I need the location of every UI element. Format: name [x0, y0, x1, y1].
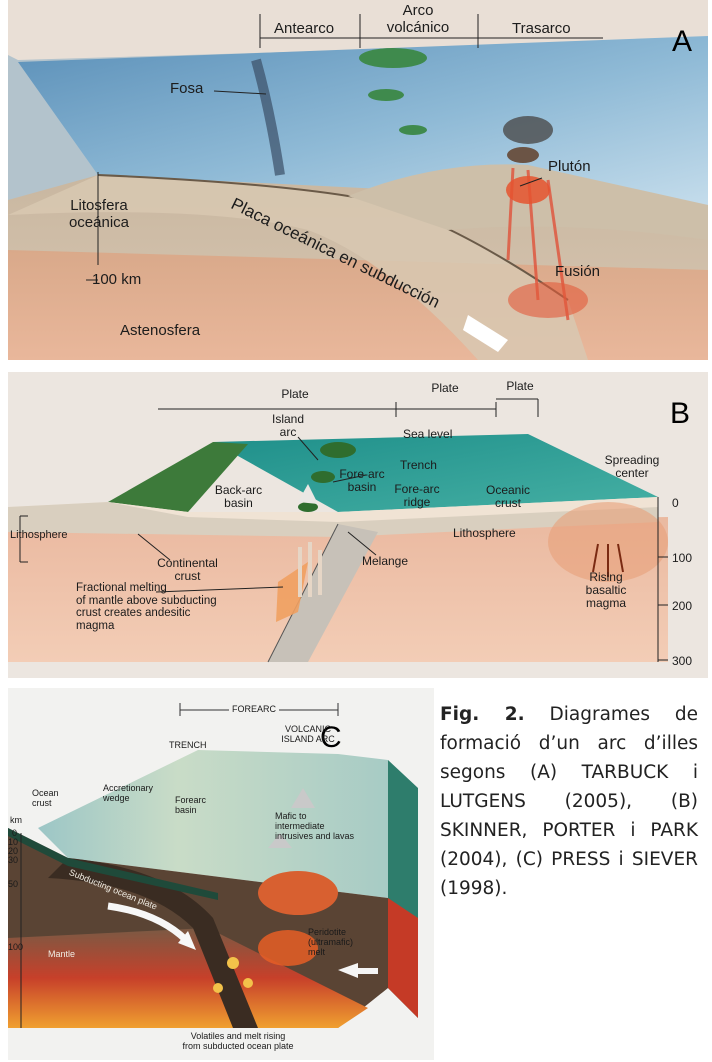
- label-rising-basaltic-magma: Rising basaltic magma: [571, 571, 641, 611]
- label-sea-level: Sea level: [403, 428, 452, 441]
- label-fractional-line2: of mantle above subducting: [76, 595, 217, 608]
- label-continental-crust: Continental crust: [150, 557, 225, 583]
- label-mafic-line3: intrusives and lavas: [275, 832, 354, 842]
- label-rising-line3: magma: [571, 597, 641, 610]
- label-fore-arc-ridge: Fore-arc ridge: [386, 483, 448, 509]
- label-forearc-ridge-line2: ridge: [386, 496, 448, 509]
- figure-caption: Fig. 2. Diagrames de formació d’un arc d…: [440, 700, 698, 903]
- label-melange: Melange: [362, 555, 408, 568]
- label-astenosfera: Astenosfera: [120, 323, 200, 340]
- scale-b-0: 0: [672, 497, 679, 510]
- label-spreading-line2: center: [596, 467, 668, 480]
- label-litosfera-line1: Litosfera: [44, 198, 154, 215]
- label-peridotite-line3: melt: [308, 948, 353, 958]
- label-island-arc-line2: arc: [263, 426, 313, 439]
- label-arco-line2: volcánico: [368, 20, 468, 37]
- label-antearco: Antearco: [274, 21, 334, 38]
- scale-c-50: 50: [8, 880, 18, 890]
- label-volatiles-melt: Volatiles and melt rising from subducted…: [168, 1032, 308, 1052]
- panel-a-letter: A: [672, 25, 692, 59]
- label-back-arc-basin: Back-arc basin: [206, 484, 271, 510]
- label-litosfera-line2: oceánica: [44, 215, 154, 232]
- scale-b-200: 200: [672, 600, 692, 613]
- label-fractional-line1: Fractional melting: [76, 582, 217, 595]
- label-trench: TRENCH: [169, 741, 207, 751]
- panel-a-illustration: [8, 0, 708, 360]
- label-lithosphere-mid: Lithosphere: [453, 527, 516, 540]
- label-ocean-crust-line2: crust: [32, 799, 59, 809]
- label-fore-arc-basin: Fore-arc basin: [332, 468, 392, 494]
- label-litosfera-oceanica: Litosfera oceánica: [44, 198, 154, 231]
- diagram-panel-a: Antearco Arco volcánico Trasarco A Fosa …: [8, 0, 708, 360]
- label-lithosphere-left: Lithosphere: [10, 529, 68, 541]
- label-oceanic-crust: Oceanic crust: [478, 484, 538, 510]
- scale-c-unit: km: [10, 816, 22, 826]
- label-arco-line1: Arco: [368, 3, 468, 20]
- label-fusion: Fusión: [555, 264, 600, 281]
- label-fosa: Fosa: [170, 81, 203, 98]
- label-plate-1: Plate: [270, 388, 320, 401]
- label-forearc-basin-line2: basin: [332, 481, 392, 494]
- label-ocean-crust: Ocean crust: [32, 789, 59, 809]
- figure-label: Fig. 2.: [440, 704, 525, 725]
- label-peridotite-melt: Peridotite (ultramafic) melt: [308, 928, 353, 958]
- label-volcanic-line2: ISLAND ARC: [278, 735, 338, 745]
- label-arco-volcanico: Arco volcánico: [368, 3, 468, 36]
- scale-c-30: 30: [8, 856, 18, 866]
- label-forearc-basin: Forearc basin: [175, 796, 206, 816]
- label-mafic-intrusives: Mafic to intermediate intrusives and lav…: [275, 812, 354, 842]
- label-plate-2: Plate: [420, 382, 470, 395]
- label-volatiles-line2: from subducted ocean plate: [168, 1042, 308, 1052]
- label-fractional-line3: crust creates andesitic: [76, 607, 217, 620]
- label-forearc-basin-line2: basin: [175, 806, 206, 816]
- label-island-arc: Island arc: [263, 413, 313, 439]
- scale-b-100: 100: [672, 552, 692, 565]
- panel-b-letter: B: [670, 397, 690, 431]
- label-mantle: Mantle: [48, 950, 75, 960]
- label-trasarco: Trasarco: [512, 21, 571, 38]
- label-trench: Trench: [400, 459, 437, 472]
- label-accretionary-line2: wedge: [103, 794, 153, 804]
- label-backarc-line2: basin: [206, 497, 271, 510]
- label-forearc: FOREARC: [229, 705, 279, 715]
- label-volcanic-island-arc: VOLCANIC ISLAND ARC: [278, 725, 338, 745]
- label-100km: 100 km: [92, 272, 141, 289]
- label-accretionary-wedge: Accretionary wedge: [103, 784, 153, 804]
- scale-b-300: 300: [672, 655, 692, 668]
- label-pluton: Plutón: [548, 159, 591, 176]
- label-spreading-center: Spreading center: [596, 454, 668, 480]
- label-plate-3: Plate: [495, 380, 545, 393]
- diagram-panel-c: FOREARC C TRENCH VOLCANIC ISLAND ARC km …: [8, 688, 434, 1060]
- label-oceanic-line2: crust: [478, 497, 538, 510]
- label-fractional-line4: magma: [76, 620, 217, 633]
- scale-c-100: 100: [8, 943, 23, 953]
- label-fractional-melting: Fractional melting of mantle above subdu…: [76, 582, 217, 633]
- figure-caption-text: Diagrames de formació d’un arc d’illes s…: [440, 704, 698, 899]
- diagram-panel-b: Plate Plate Plate B Island arc Sea level…: [8, 372, 708, 678]
